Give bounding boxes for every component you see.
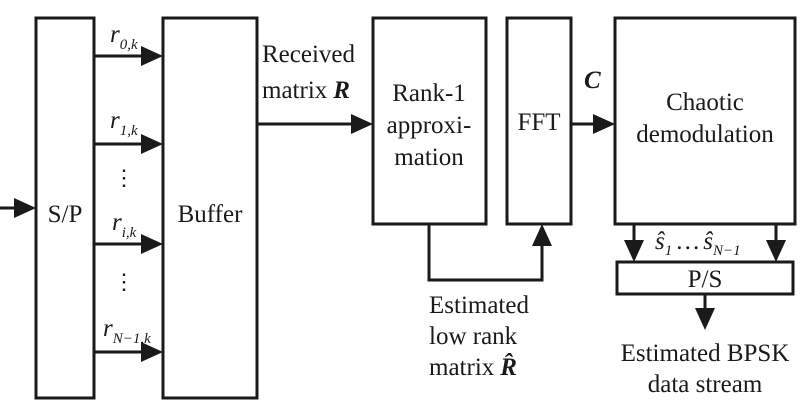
rN-arrowhead (141, 342, 163, 362)
rN-subscript: N−1,k (112, 331, 151, 347)
ri-symbol: r (112, 209, 122, 236)
rN-label: rN−1,k (103, 315, 151, 347)
rank1-label-line2: approxi- (387, 112, 472, 139)
fft-block (505, 16, 573, 226)
estimated-label-line2: low rank (429, 323, 518, 350)
r0-symbol: r (110, 21, 120, 48)
r1-symbol: r (110, 107, 120, 134)
r1-label: r1,k (110, 107, 138, 139)
rank1-label-line3: mation (394, 144, 464, 171)
estimated-matrix-word: matrix (429, 354, 495, 381)
rank1-block (371, 16, 488, 226)
s-ellipsis: … (675, 228, 700, 255)
received-matrix-symbol: R (332, 77, 350, 104)
rank1-to-fft-loop (427, 224, 544, 282)
chaotic-label-line2: demodulation (636, 121, 774, 148)
c-label: C (584, 67, 601, 94)
rank1-label-line1: Rank-1 (392, 80, 466, 107)
ri-label: ri,k (112, 209, 137, 241)
ri-subscript: i,k (122, 225, 137, 241)
fft-label: FFT (517, 109, 560, 136)
estimated-matrix-symbol: R̂ (499, 353, 517, 381)
sN-subscript: N−1 (712, 243, 741, 259)
buffer-to-rank1-arrowhead (351, 114, 373, 134)
s1-subscript: 1 (665, 243, 673, 259)
ri-arrowhead (141, 234, 163, 254)
ps-label: P/S (688, 266, 723, 293)
sN-symbol: ŝ (703, 228, 713, 255)
s1-arrowhead (624, 240, 644, 262)
s1-symbol: ŝ (655, 228, 665, 255)
estimated-label-line1: Estimated (429, 292, 529, 319)
chaotic-demod-block (613, 16, 797, 226)
chaotic-label-line1: Chaotic (666, 89, 744, 116)
r1-arrowhead (141, 134, 163, 154)
r0-subscript: 0,k (120, 37, 138, 53)
rN-symbol: r (103, 315, 113, 342)
vdots-upper: ⋮ (113, 165, 135, 190)
r0-arrowhead (141, 46, 163, 66)
fft-to-chaotic-arrowhead (593, 114, 615, 134)
buffer-block (161, 16, 259, 400)
buffer-label: Buffer (178, 201, 243, 228)
r1-subscript: 1,k (120, 123, 138, 139)
output-label-line2: data stream (648, 371, 763, 398)
output-label-line1: Estimated BPSK (621, 340, 790, 367)
r0-label: r0,k (110, 21, 138, 53)
received-matrix-word: matrix (262, 77, 328, 104)
ps-block (615, 260, 795, 296)
ps-output-arrowhead (695, 308, 715, 330)
sN-arrowhead (766, 240, 786, 262)
input-arrowhead (14, 198, 36, 218)
received-label-line1: Received (262, 41, 356, 68)
rank1-to-fft-arrowhead (532, 224, 552, 246)
s-hat-label: ŝ1…ŝN−1 (655, 228, 741, 259)
sp-label: S/P (48, 201, 83, 228)
vdots-lower: ⋮ (113, 269, 135, 294)
